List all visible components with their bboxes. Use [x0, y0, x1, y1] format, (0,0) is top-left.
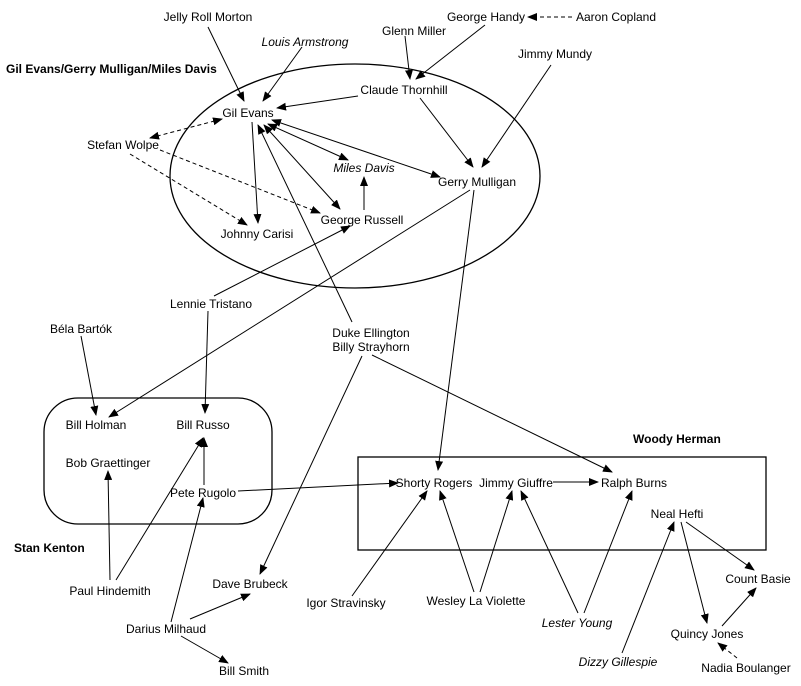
edge-louis-to-gil [262, 46, 303, 102]
node-paul-hindemith: Paul Hindemith [69, 584, 151, 598]
edge-hindemith-to-graettinger [104, 470, 113, 581]
node-johnny-carisi: Johnny Carisi [220, 227, 294, 241]
edge-bartok-to-holman [80, 335, 99, 416]
edge-jelly-to-gil [207, 26, 245, 102]
node-bela-bartok: Béla Bartók [49, 322, 113, 336]
edge-handy-to-thornhill [415, 24, 486, 80]
stan-kenton-group-box [43, 397, 273, 525]
node-count-basie: Count Basie [725, 572, 791, 586]
edge-mulligan-to-rogers [435, 189, 475, 471]
node-aaron-copland: Aaron Copland [575, 10, 657, 24]
node-neal-hefti: Neal Hefti [650, 507, 704, 521]
edge-tristano-to-russo [201, 310, 210, 414]
gil-evans-group-ellipse [169, 63, 541, 289]
node-gerry-mulligan: Gerry Mulligan [437, 175, 517, 189]
node-nadia-boulanger: Nadia Boulanger [701, 661, 791, 675]
edge-violette-to-rogers [439, 490, 475, 593]
edge-strayhorn-to-brubeck [259, 355, 363, 575]
node-louis-armstrong: Louis Armstrong [261, 35, 349, 49]
node-igor-stravinsky: Igor Stravinsky [306, 596, 386, 610]
node-claude-thornhill: Claude Thornhill [360, 83, 448, 97]
edge-thornhill-to-gil [276, 95, 359, 111]
edge-dizzy-to-hefti [621, 521, 675, 654]
node-wesley-la-violette: Wesley La Violette [426, 594, 526, 608]
edge-wolpe-gil [149, 117, 223, 140]
edge-violette-to-giuffre [479, 490, 514, 593]
group-label-gil-evans: Gil Evans/Gerry Mulligan/Miles Davis [6, 62, 217, 76]
edge-milhaud-to-smith [180, 635, 229, 664]
node-bill-russo: Bill Russo [176, 418, 230, 432]
node-ralph-burns: Ralph Burns [600, 476, 668, 490]
edge-wolpe-to-russell [159, 149, 321, 214]
node-jimmy-mundy: Jimmy Mundy [517, 47, 593, 61]
group-label-stan-kenton: Stan Kenton [14, 541, 85, 555]
edge-thornhill-to-mulligan [419, 97, 474, 168]
node-darius-milhaud: Darius Milhaud [125, 622, 207, 636]
edge-rugolo-to-rogers [237, 479, 399, 492]
edge-mulligan-to-holman [108, 189, 471, 418]
node-glenn-miller: Glenn Miller [381, 24, 447, 38]
node-bill-holman: Bill Holman [65, 418, 127, 432]
node-dizzy-gillespie: Dizzy Gillespie [578, 655, 658, 669]
node-bill-smith: Bill Smith [218, 664, 270, 678]
node-miles-davis: Miles Davis [333, 161, 395, 175]
edge-quincy-to-basie [721, 587, 757, 627]
node-gil-evans: Gil Evans [222, 106, 274, 120]
node-lennie-tristano: Lennie Tristano [169, 297, 253, 311]
edge-milhaud-to-brubeck [189, 593, 251, 620]
node-quincy-jones: Quincy Jones [670, 627, 744, 641]
edge-hefti-to-basie [685, 521, 755, 571]
node-george-handy: George Handy [446, 10, 526, 24]
node-jimmy-giuffre: Jimmy Giuffre [479, 476, 553, 490]
edge-young-to-burns [583, 490, 633, 614]
node-duke-ellington: Duke Ellington [332, 326, 410, 340]
woody-herman-group-box [357, 456, 767, 551]
node-jelly-roll-morton: Jelly Roll Morton [163, 10, 253, 24]
edge-stravinsky-to-rogers [351, 490, 428, 597]
edge-gil-to-carisi [251, 121, 262, 224]
edge-glenn-to-thornhill [404, 35, 413, 80]
node-pete-rugolo: Pete Rugolo [169, 486, 237, 500]
edge-strayhorn-to-burns [371, 354, 613, 473]
edge-gil-russell [263, 124, 341, 210]
edge-wolpe-to-carisi [129, 153, 248, 226]
edge-boulanger-to-quincy [717, 642, 738, 659]
node-billy-strayhorn: Billy Strayhorn [332, 340, 410, 354]
edge-mundy-to-mulligan [481, 64, 552, 168]
node-dave-brubeck: Dave Brubeck [212, 577, 288, 591]
edge-ellington-to-gil [257, 124, 353, 323]
edge-young-to-giuffre [520, 490, 579, 614]
edge-tristano-to-russell [213, 225, 351, 297]
node-shorty-rogers: Shorty Rogers [395, 476, 473, 490]
node-george-russell: George Russell [320, 213, 404, 227]
node-bob-graettinger: Bob Graettinger [65, 456, 151, 470]
node-lester-young: Lester Young [541, 616, 613, 630]
edge-milhaud-to-rugolo [170, 497, 205, 623]
edge-hindemith-to-russo [115, 437, 204, 581]
node-stefan-wolpe: Stefan Wolpe [87, 138, 159, 152]
group-label-woody-herman: Woody Herman [633, 432, 721, 446]
edge-hefti-to-quincy [680, 521, 709, 624]
